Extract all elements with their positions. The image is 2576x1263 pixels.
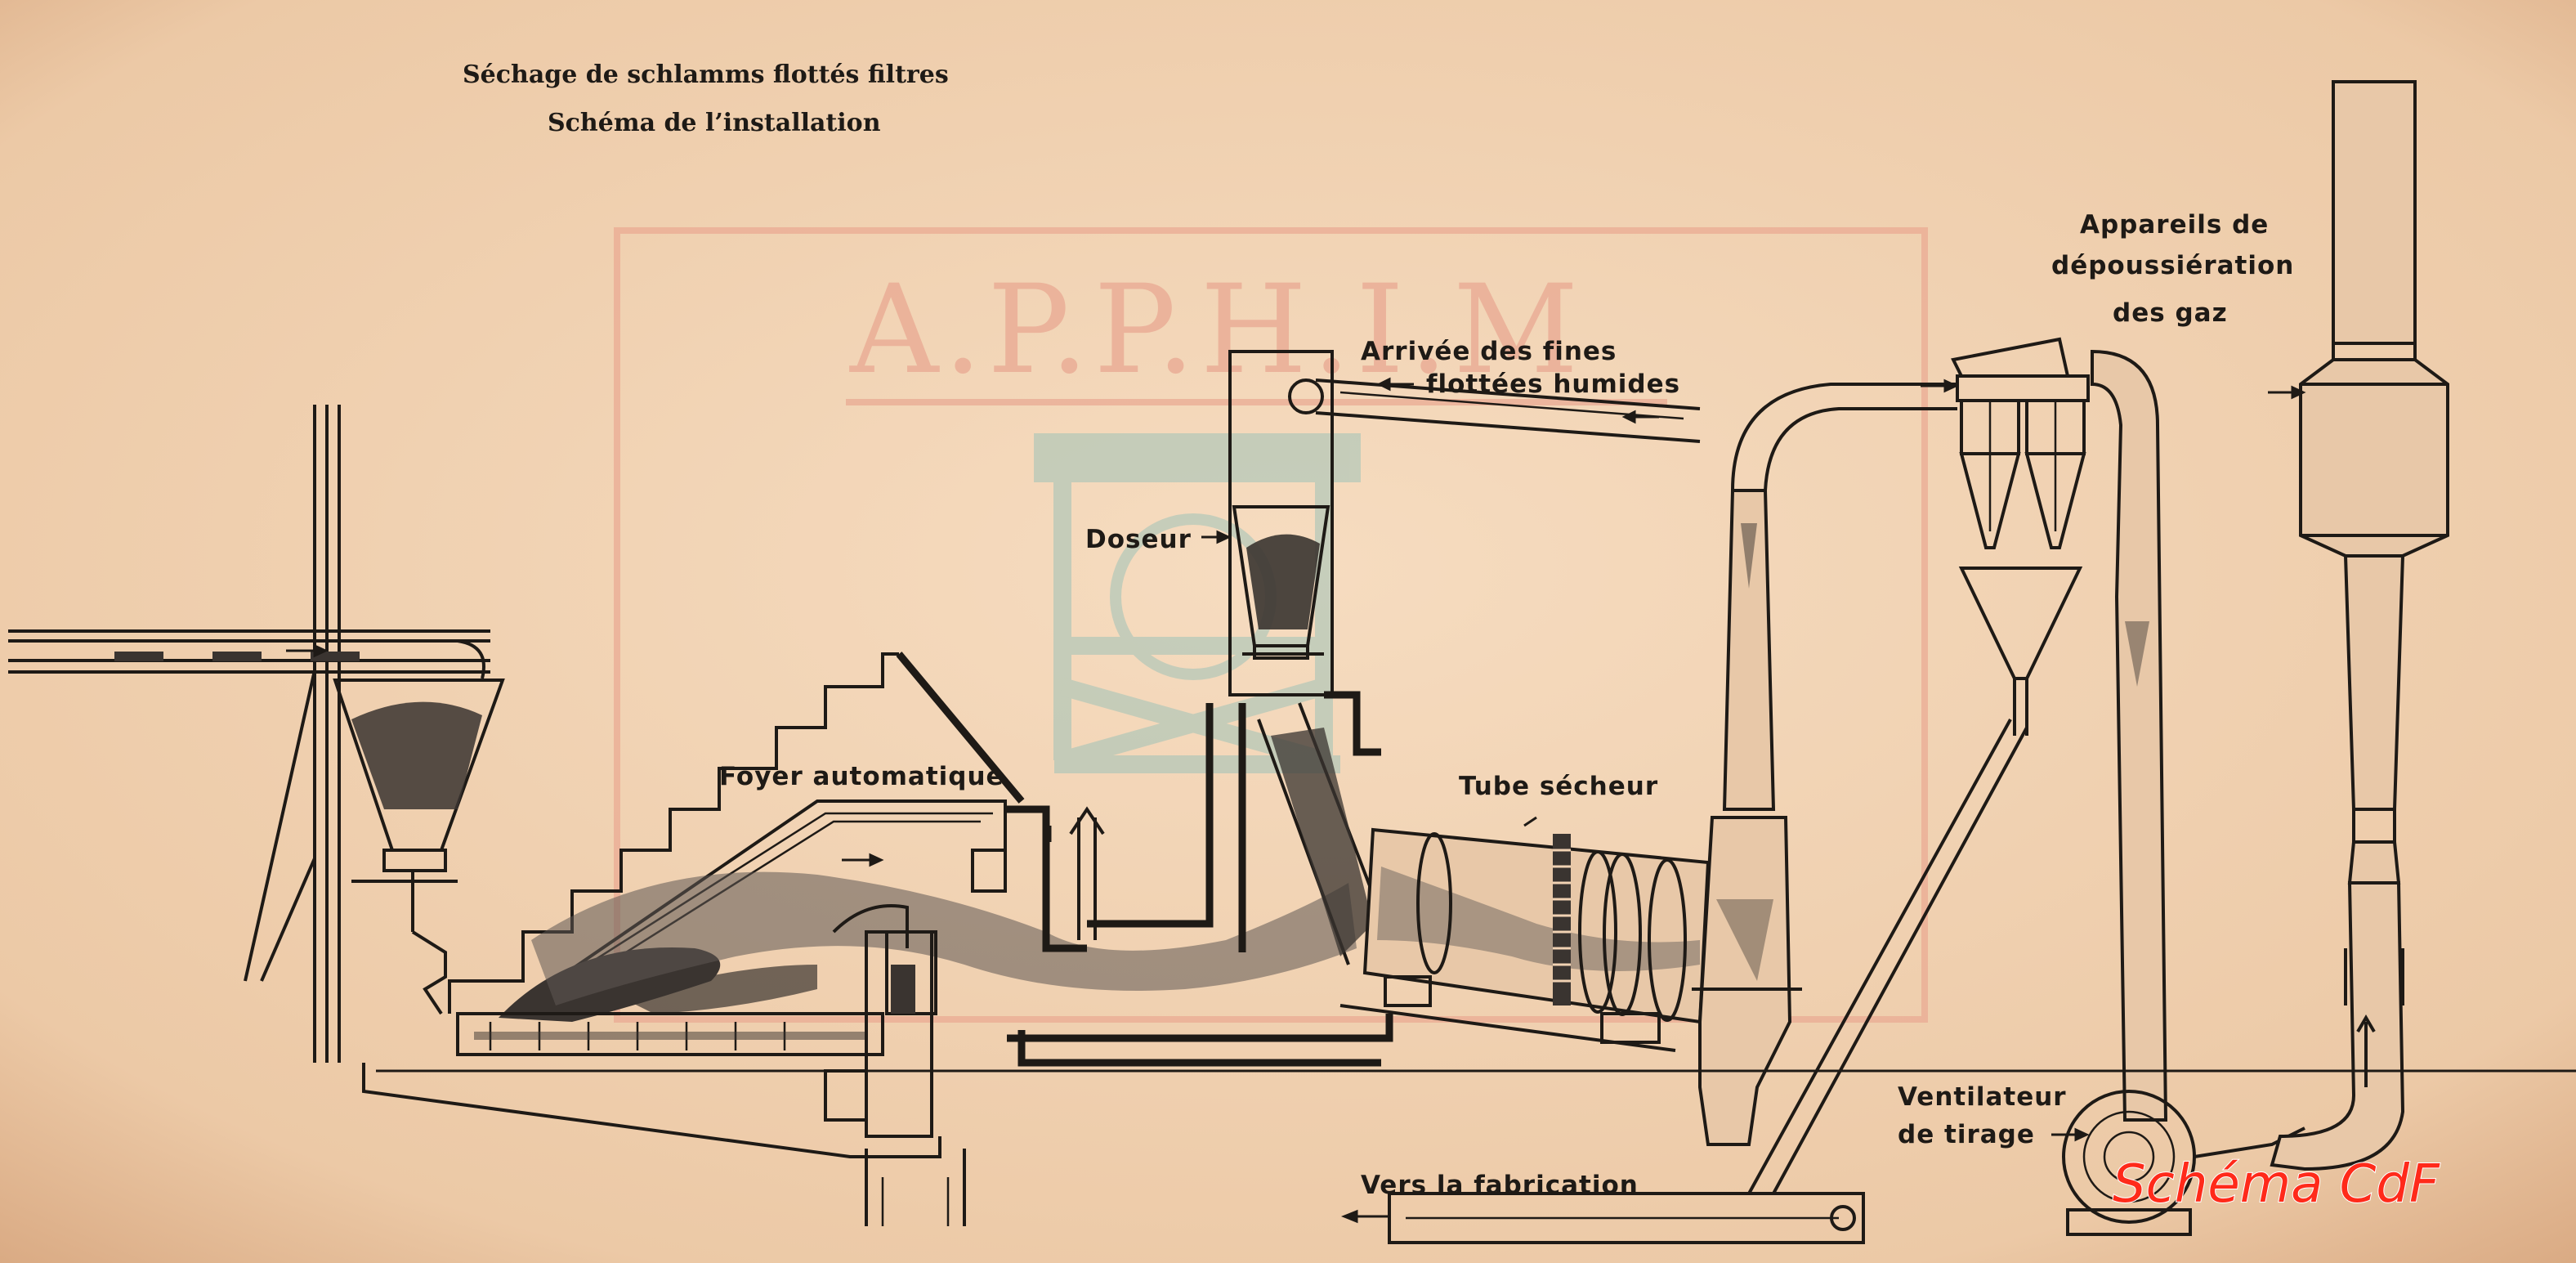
label-vers: Vers la fabrication	[1361, 1171, 1639, 1200]
watermark-text: A.P.P.H.I.M	[849, 259, 1583, 401]
riser-duct	[1692, 383, 1957, 1146]
label-foyer: Foyer automatique	[719, 762, 1004, 791]
doseur-tower	[1228, 350, 1383, 965]
label-vent1: Ventilateur	[1898, 1082, 2067, 1112]
cyclone-separators	[1951, 337, 2090, 736]
flow-arrows	[286, 377, 2306, 1224]
automatic-furnace	[362, 652, 1357, 1226]
draft-fan	[2062, 1090, 2305, 1236]
label-doseur: Doseur	[1085, 525, 1192, 554]
feed-conveyor	[1288, 378, 1701, 443]
label-depous3: des gaz	[2113, 298, 2228, 328]
label-tube: Tube sécheur	[1459, 772, 1658, 801]
screw-conveyor	[1388, 719, 2028, 1244]
left-feed-conveyor	[8, 405, 490, 1063]
title-line2: Schéma de l’installation	[548, 109, 881, 137]
label-depous2: dépoussiération	[2051, 251, 2294, 280]
label-fines: Arrivée des fines	[1361, 337, 1617, 366]
schema-cdf-signature: Schéma CdF	[2113, 1154, 2440, 1215]
fan-duct	[2091, 349, 2168, 1122]
title-line1: Séchage de schlamms flottés filtres	[463, 60, 949, 89]
rotary-dryer	[1339, 827, 1711, 1052]
dust-collector-stack	[2270, 80, 2449, 1171]
gas-duct	[1007, 691, 1393, 1067]
label-fines2: flottées humides	[1426, 369, 1680, 399]
coal-hopper	[333, 679, 505, 1015]
label-vent2: de tirage	[1898, 1120, 2035, 1149]
label-depous1: Appareils de	[2080, 210, 2269, 240]
